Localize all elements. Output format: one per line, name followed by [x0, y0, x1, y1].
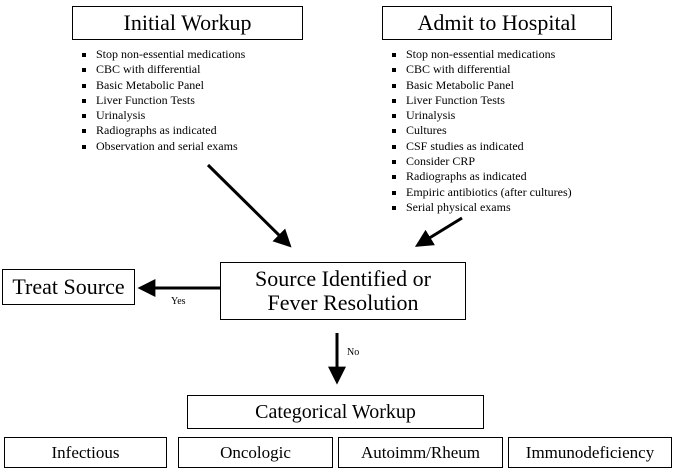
list-item: Liver Function Tests	[80, 93, 245, 108]
list-item: Basic Metabolic Panel	[390, 78, 572, 93]
list-item: Basic Metabolic Panel	[80, 78, 245, 93]
no-label: No	[347, 347, 360, 358]
list-item: Radiographs as indicated	[80, 123, 245, 138]
category-autoimm-rheum-box: Autoimm/Rheum	[338, 437, 503, 468]
category-label: Oncologic	[220, 442, 291, 462]
treat-source-box: Treat Source	[2, 269, 135, 305]
list-item: Observation and serial exams	[80, 139, 245, 154]
list-item: Cultures	[390, 123, 572, 138]
list-item: Urinalysis	[80, 108, 245, 123]
category-oncologic-box: Oncologic	[178, 437, 333, 468]
treat-source-label: Treat Source	[12, 274, 125, 299]
list-item: Stop non-essential medications	[80, 47, 245, 62]
decision-line-1: Source Identified or	[255, 266, 431, 291]
category-immunodeficiency-box: Immunodeficiency	[508, 437, 672, 468]
initial-workup-title: Initial Workup	[123, 10, 252, 35]
categorical-workup-title: Categorical Workup	[255, 401, 416, 423]
arrow-admit-to-decision	[414, 216, 463, 247]
yes-label: Yes	[171, 296, 186, 307]
category-label: Infectious	[51, 442, 120, 462]
decision-line-2: Fever Resolution	[267, 290, 419, 315]
admit-hospital-box: Admit to Hospital	[382, 6, 612, 40]
list-item: CBC with differential	[390, 62, 572, 77]
list-item: Stop non-essential medications	[390, 47, 572, 62]
arrow-initial-to-decision	[206, 163, 292, 248]
initial-workup-box: Initial Workup	[72, 6, 303, 40]
categorical-workup-box: Categorical Workup	[187, 395, 484, 429]
list-item: Consider CRP	[390, 154, 572, 169]
list-item: Serial physical exams	[390, 200, 572, 215]
category-label: Immunodeficiency	[525, 442, 655, 462]
category-label: Autoimm/Rheum	[361, 442, 480, 462]
list-item: Radiographs as indicated	[390, 169, 572, 184]
list-item: CBC with differential	[80, 62, 245, 77]
list-item: Urinalysis	[390, 108, 572, 123]
admit-hospital-list: Stop non-essential medications CBC with …	[390, 47, 572, 215]
initial-workup-list: Stop non-essential medications CBC with …	[80, 47, 245, 154]
category-infectious-box: Infectious	[4, 437, 167, 468]
admit-hospital-title: Admit to Hospital	[417, 10, 577, 35]
decision-box: Source Identified or Fever Resolution	[220, 262, 466, 320]
list-item: Liver Function Tests	[390, 93, 572, 108]
list-item: Empiric antibiotics (after cultures)	[390, 185, 572, 200]
list-item: CSF studies as indicated	[390, 139, 572, 154]
